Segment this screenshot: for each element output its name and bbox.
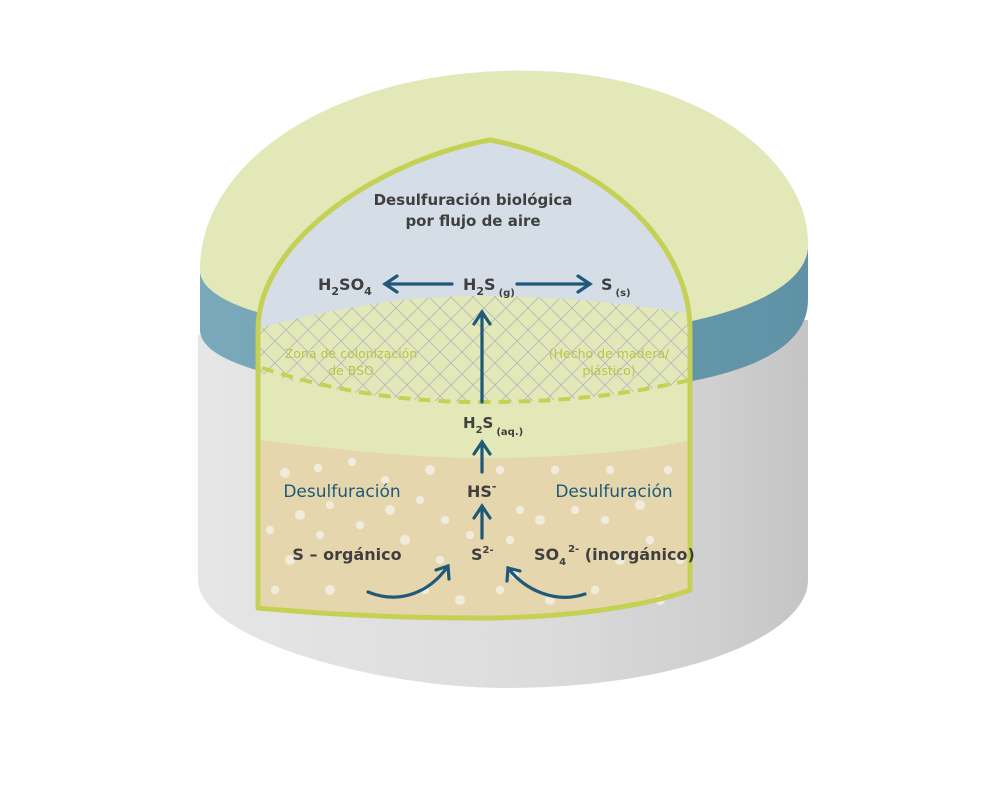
- bubble: [355, 520, 365, 530]
- cutaway-outline: [255, 137, 693, 621]
- label-colonization-zone-line1: Zona de colonización: [285, 346, 418, 361]
- bubble: [315, 530, 325, 540]
- bubble: [615, 555, 625, 565]
- formula-hs-ion: HS-: [467, 480, 497, 501]
- bubble: [347, 457, 357, 467]
- bubble: [325, 500, 335, 510]
- arrow-inorganic-to-sulfide: [505, 565, 587, 599]
- arrow-organic-to-sulfide: [366, 563, 451, 599]
- bubble: [570, 505, 580, 515]
- bubble: [425, 465, 435, 475]
- label-material-line1: (Hecho de madera/: [549, 346, 670, 361]
- bubble: [535, 515, 545, 525]
- bubble: [455, 595, 465, 605]
- bubble: [505, 535, 515, 545]
- bubble: [600, 515, 610, 525]
- bubble: [635, 500, 645, 510]
- mesh-boundary-dashed: [261, 366, 691, 405]
- arrow-h2s-aq-to-gas: [472, 309, 492, 404]
- formula-sulfide-ion: S2-: [471, 545, 494, 564]
- bubble: [285, 555, 295, 565]
- bubble: [663, 465, 673, 475]
- label-material-line2: plástico): [582, 363, 635, 378]
- formula-h2s-gas: H2S(g): [463, 275, 515, 299]
- diagram-title-line1: Desulfuración biológica: [374, 191, 573, 209]
- bubble: [280, 468, 290, 478]
- bubble: [380, 475, 390, 485]
- bubble: [515, 505, 525, 515]
- bubble: [645, 535, 655, 545]
- label-s-organic: S – orgánico: [292, 545, 401, 564]
- bubble: [675, 555, 685, 565]
- label-desulfuration-right: Desulfuración: [555, 482, 672, 502]
- bubble: [270, 585, 280, 595]
- formula-h2s-aqueous: H2S(aq.): [463, 414, 523, 438]
- bubble: [590, 585, 600, 595]
- label-desulfuration-left: Desulfuración: [283, 482, 400, 502]
- arrow-to-h2so4: [382, 274, 454, 294]
- diagram-title-line2: por flujo de aire: [405, 212, 540, 230]
- bubble: [400, 535, 410, 545]
- bubble: [605, 465, 615, 475]
- liquid-substrate: [258, 440, 690, 618]
- bubble: [313, 463, 323, 473]
- bubble: [435, 555, 445, 565]
- bubble: [415, 495, 425, 505]
- mesh-support: [258, 296, 690, 402]
- formula-h2so4: H2SO4: [318, 275, 372, 298]
- arrow-s2-to-hs: [472, 503, 492, 540]
- bubble: [550, 465, 560, 475]
- bubble: [265, 525, 275, 535]
- label-colonization-zone-line2: de BSO: [328, 363, 374, 378]
- bubble: [295, 510, 305, 520]
- arrow-hs-to-h2s: [472, 439, 492, 474]
- bubble: [495, 465, 505, 475]
- formula-sulfate-inorganic: SO42- (inorgánico): [534, 544, 695, 568]
- bubble: [495, 585, 505, 595]
- bubble: [440, 515, 450, 525]
- bubble: [325, 585, 335, 595]
- bubble: [385, 505, 395, 515]
- bubble: [465, 530, 475, 540]
- formula-s-solid: S(s): [601, 275, 631, 299]
- arrow-to-sulfur: [515, 274, 593, 294]
